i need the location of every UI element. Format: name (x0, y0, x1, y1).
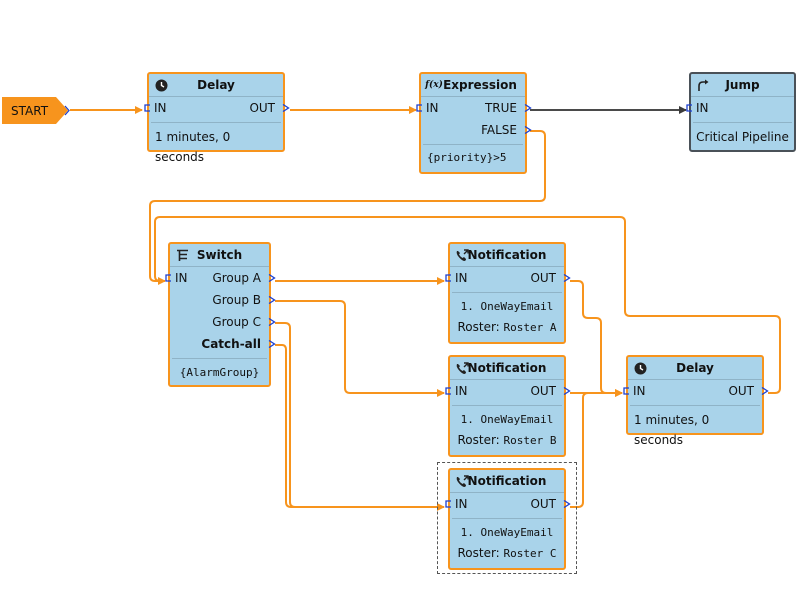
notification-roster: Roster: Roster B (450, 430, 564, 451)
node-title: Delay (197, 78, 235, 92)
true-port[interactable] (524, 104, 532, 112)
delay-duration: 1 minutes, 0 seconds (634, 413, 710, 447)
delay-node-2[interactable]: Delay IN OUT 1 minutes, 0 seconds (623, 355, 769, 447)
out-port[interactable] (282, 104, 290, 112)
wire-false-switch[interactable] (149, 130, 546, 285)
switch-variable: {AlarmGroup} (179, 366, 260, 379)
node-title: Expression (443, 78, 517, 92)
catch-all-port[interactable] (268, 340, 276, 348)
in-port-label: IN (455, 271, 468, 285)
selection-box (437, 462, 577, 574)
jump-arrow-icon (696, 78, 710, 92)
phone-notification-icon (455, 361, 469, 375)
group-c-port[interactable] (268, 318, 276, 326)
in-port[interactable] (143, 104, 151, 112)
notification-roster: Roster: Roster C (450, 543, 564, 564)
function-icon: f(x) (425, 80, 443, 90)
expression-formula: {priority}>5 (427, 151, 507, 164)
start-shape-icon (2, 97, 70, 124)
group-c-port-label: Group C (212, 315, 261, 329)
in-port-label: IN (455, 384, 468, 398)
roster-label: Roster: (457, 433, 500, 447)
notification-node-a[interactable]: Notification IN OUT 1. OneWayEmail Roste… (445, 242, 571, 344)
start-node[interactable]: START (2, 97, 70, 124)
in-port[interactable] (622, 387, 630, 395)
group-b-port-label: Group B (212, 293, 261, 307)
out-port-label: OUT (249, 101, 275, 115)
node-title: Delay (676, 361, 714, 375)
node-title: Jump (725, 78, 760, 92)
in-port-label: IN (154, 101, 167, 115)
delay-node-1[interactable]: Delay IN OUT 1 minutes, 0 seconds (144, 72, 290, 164)
phone-notification-icon (455, 248, 469, 262)
in-port[interactable] (415, 104, 423, 112)
wire-catchall-notifc[interactable] (275, 344, 444, 508)
node-title: Switch (196, 248, 243, 262)
roster-value: Roster C (503, 547, 557, 560)
notification-method: 1. OneWayEmail (460, 413, 554, 426)
roster-value: Roster A (503, 321, 557, 334)
node-title: Notification (467, 474, 547, 488)
in-port[interactable] (444, 500, 452, 508)
switch-node[interactable]: Switch IN Group A Group B Group C Catch-… (165, 242, 276, 387)
out-port-label: OUT (530, 271, 556, 285)
clock-icon (154, 78, 168, 92)
true-port-label: TRUE (484, 101, 517, 115)
delay-duration: 1 minutes, 0 seconds (155, 130, 231, 164)
roster-label: Roster: (457, 546, 500, 560)
expression-node[interactable]: f(x) Expression IN TRUE FALSE {priority}… (416, 72, 532, 174)
out-port[interactable] (761, 387, 769, 395)
out-port[interactable] (563, 274, 571, 282)
roster-value: Roster B (503, 434, 557, 447)
false-port[interactable] (524, 126, 532, 134)
group-b-port[interactable] (268, 296, 276, 304)
out-port[interactable] (563, 387, 571, 395)
out-port[interactable] (563, 500, 571, 508)
notification-node-b[interactable]: Notification IN OUT 1. OneWayEmail Roste… (445, 355, 571, 457)
jump-target: Critical Pipeline (696, 130, 789, 144)
in-port-label: IN (175, 271, 188, 285)
in-port[interactable] (164, 274, 172, 282)
wire-groupb-notifb[interactable] (275, 300, 445, 397)
clock-icon (633, 361, 647, 375)
in-port-label: IN (633, 384, 646, 398)
node-title: Notification (467, 361, 547, 375)
false-port-label: FALSE (481, 123, 517, 137)
in-port[interactable] (444, 387, 452, 395)
in-port-label: IN (696, 101, 709, 115)
wire-notifc-delay[interactable] (570, 392, 622, 508)
notification-method: 1. OneWayEmail (460, 526, 554, 539)
jump-node[interactable]: Jump IN Critical Pipeline (686, 72, 796, 152)
out-port-label: OUT (530, 384, 556, 398)
in-port[interactable] (685, 104, 693, 112)
group-a-port-label: Group A (212, 271, 261, 285)
switch-icon (175, 248, 189, 262)
notification-method: 1. OneWayEmail (460, 300, 554, 313)
wire-delay-loop[interactable] (154, 216, 781, 394)
catch-all-port-label: Catch-all (201, 337, 261, 351)
out-port-label: OUT (530, 497, 556, 511)
start-label: START (11, 103, 49, 118)
wire-groupc-notifc[interactable] (275, 322, 445, 511)
phone-notification-icon (455, 474, 469, 488)
notification-node-c[interactable]: Notification IN OUT 1. OneWayEmail Roste… (445, 468, 571, 570)
in-port-label: IN (455, 497, 468, 511)
notification-roster: Roster: Roster A (450, 317, 564, 338)
in-port[interactable] (444, 274, 452, 282)
in-port-label: IN (426, 101, 439, 115)
out-port-label: OUT (728, 384, 754, 398)
roster-label: Roster: (457, 320, 500, 334)
group-a-port[interactable] (268, 274, 276, 282)
wire-notifa-delay[interactable] (570, 280, 623, 397)
node-title: Notification (467, 248, 547, 262)
